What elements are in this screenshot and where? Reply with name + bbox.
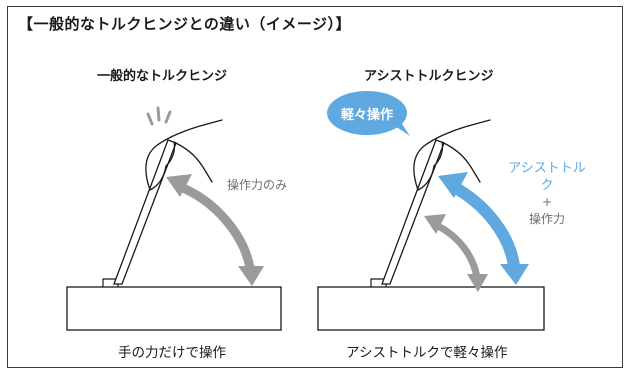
left-motion-marks xyxy=(146,106,172,126)
right-caption: アシストトルクで軽々操作 xyxy=(346,345,508,361)
right-heading: アシストトルクヒンジ xyxy=(364,69,494,84)
assist-torque-arrow xyxy=(449,180,520,268)
left-lid xyxy=(113,139,177,285)
right-lid xyxy=(381,139,445,285)
assist-torque-label: アシストトルク xyxy=(508,161,586,193)
diagram-frame xyxy=(7,6,623,368)
right-force-arrow-head-bottom xyxy=(467,274,488,292)
left-force-arrow-head-bottom xyxy=(238,266,264,286)
operating-force-label: 操作力 xyxy=(528,212,565,226)
assist-torque-arrow-head-top xyxy=(438,172,468,198)
assist-torque-arrow-head-bottom xyxy=(500,264,529,285)
left-force-arrow xyxy=(176,181,255,269)
left-base xyxy=(66,286,282,331)
speech-bubble xyxy=(327,91,407,135)
right-force-arrow-head-top xyxy=(424,214,446,234)
left-caption: 手の力だけで操作 xyxy=(118,345,226,361)
right-hand xyxy=(413,119,491,191)
left-hand xyxy=(145,119,223,191)
right-force-arrow xyxy=(432,220,481,279)
diagram-title: 【一般的なトルクヒンジとの違い（イメージ）】 xyxy=(18,15,352,33)
bubble-text: 軽々操作 xyxy=(340,108,393,123)
right-force-labels: アシストトルク + 操作力 xyxy=(505,160,589,228)
speech-bubble-tail xyxy=(392,118,410,136)
left-arrow-label: 操作力のみ xyxy=(227,178,288,192)
plus-sign: + xyxy=(541,195,553,209)
left-heading: 一般的なトルクヒンジ xyxy=(97,69,228,84)
right-base xyxy=(317,286,545,331)
left-force-arrow-head-top xyxy=(166,174,192,197)
